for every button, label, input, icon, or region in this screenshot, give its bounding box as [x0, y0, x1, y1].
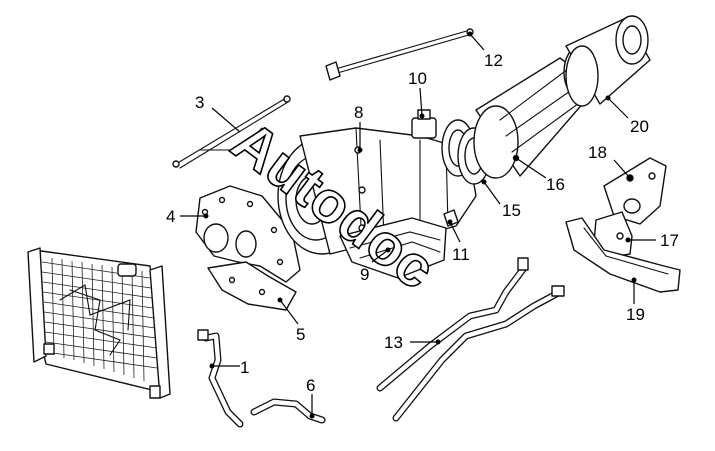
part-3-rod	[172, 95, 291, 169]
part-10-sensor	[411, 109, 437, 139]
callout-11: 11	[452, 245, 470, 264]
radiator-core-hatching	[41, 257, 158, 382]
part-8-transmission-housing	[277, 127, 477, 255]
callout-5: 5	[296, 325, 305, 344]
part-4-cover-plate	[195, 185, 301, 283]
callout-1: 1	[240, 358, 249, 377]
part-19-crossmember	[565, 217, 681, 293]
callout-17: 17	[660, 231, 679, 250]
callout-4: 4	[166, 207, 175, 226]
callout-8: 8	[354, 103, 363, 122]
callout-10: 10	[408, 69, 427, 88]
part-1-hose	[197, 329, 244, 428]
callout-20: 20	[630, 117, 649, 136]
part-5-lower-cover	[207, 261, 297, 311]
callout-9: 9	[360, 265, 369, 284]
radiator-cap	[117, 263, 137, 277]
callout-19: 19	[626, 305, 645, 324]
callout-16: 16	[546, 175, 565, 194]
callout-13: 13	[384, 333, 403, 352]
part-20-rear-housing	[565, 15, 651, 107]
part-9-oil-pan	[339, 217, 447, 279]
leader-lines	[180, 31, 656, 419]
part-13-pipes	[376, 257, 565, 422]
radiator	[27, 247, 171, 399]
callout-6: 6	[306, 376, 315, 395]
callout-18: 18	[588, 143, 607, 162]
callout-labels: 1 3 4 5 6 8 9 10 11 12 13 15 16 17 18 19…	[166, 51, 679, 395]
callout-3: 3	[195, 93, 204, 112]
callout-15: 15	[502, 201, 521, 220]
part-12-rod	[325, 28, 474, 81]
callout-12: 12	[484, 51, 503, 70]
